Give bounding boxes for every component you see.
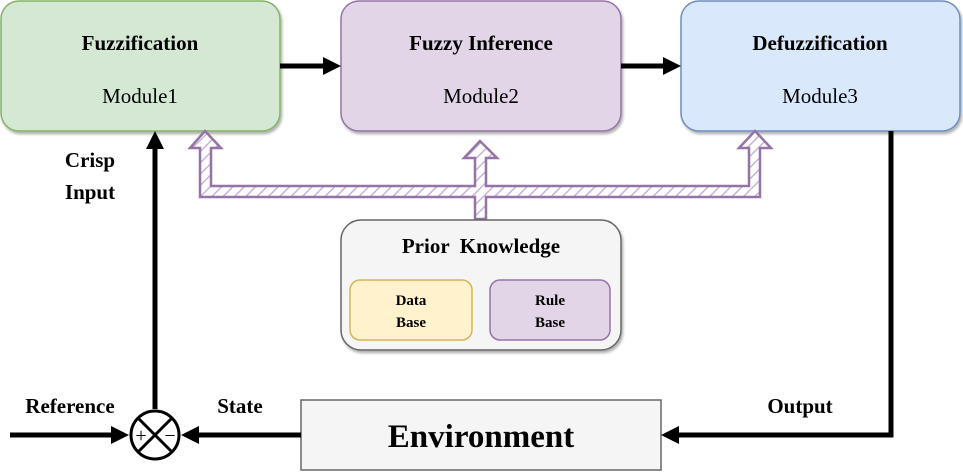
fuzzification-module: Fuzzification Module1 <box>0 0 281 132</box>
crisp-input-path <box>146 131 164 409</box>
rule-base-line2: Base <box>535 315 565 331</box>
output-label: Output <box>767 394 832 418</box>
reference-label: Reference <box>25 394 114 418</box>
fuzzification-title: Fuzzification <box>82 31 199 55</box>
crisp-input-label-line1: Crisp <box>65 148 115 172</box>
summing-junction: + − <box>129 409 181 461</box>
rule-base-box <box>489 279 611 341</box>
state-path <box>181 426 301 444</box>
knowledge-flow-shape <box>187 129 774 221</box>
fuzzification-subtitle: Module1 <box>102 84 178 108</box>
rule-base-line1: Rule <box>535 293 565 309</box>
reference-path <box>10 426 129 444</box>
defuzzification-module: Defuzzification Module3 <box>680 0 961 132</box>
prior-knowledge: Prior Knowledge Data Base Rule Base <box>340 219 622 351</box>
defuzzification-title: Defuzzification <box>752 31 888 55</box>
module-arrow-2 <box>621 57 681 75</box>
output-path <box>661 131 894 444</box>
fuzzy-inference-box <box>340 0 622 132</box>
environment: Environment <box>300 399 662 471</box>
data-base-line1: Data <box>396 293 427 309</box>
data-base-box <box>349 279 473 341</box>
environment-box <box>300 399 662 471</box>
fuzzy-inference-subtitle: Module2 <box>443 84 519 108</box>
data-base-line2: Base <box>396 315 426 331</box>
defuzzification-box <box>680 0 961 132</box>
crisp-input-label-line2: Input <box>65 180 115 204</box>
state-label: State <box>217 394 263 418</box>
prior-knowledge-title: Prior Knowledge <box>402 234 560 258</box>
module-arrow-1 <box>280 57 341 75</box>
fuzzy-inference-title: Fuzzy Inference <box>409 31 553 55</box>
summing-minus-sign: − <box>164 425 175 447</box>
defuzzification-subtitle: Module3 <box>782 84 858 108</box>
environment-label: Environment <box>388 419 574 455</box>
summing-plus-sign: + <box>135 425 146 447</box>
fuzzy-inference-module: Fuzzy Inference Module2 <box>340 0 622 132</box>
fuzzification-box <box>0 0 281 132</box>
knowledge-flow-arrows <box>187 129 774 221</box>
